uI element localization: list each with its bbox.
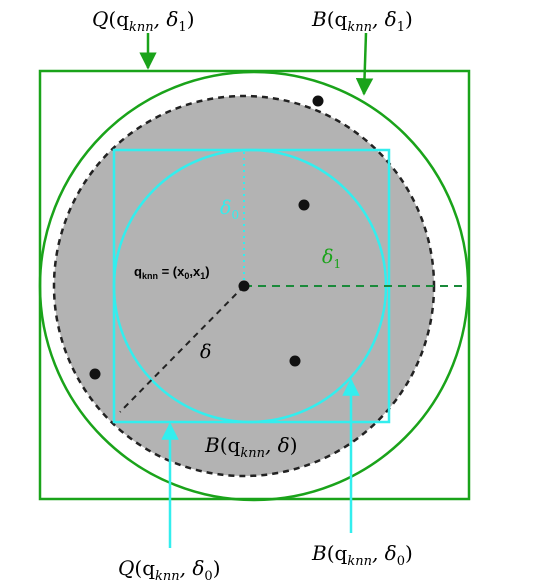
label-q-delta1: Q(qknn, δ1)	[92, 7, 195, 35]
label-b-delta1: B(qknn, δ1)	[311, 7, 413, 35]
arrow-b-delta1	[355, 32, 374, 96]
data-point	[89, 368, 101, 380]
label-delta0: δ0	[220, 197, 239, 222]
label-b-delta: B(qknn, δ)	[204, 433, 298, 461]
b-delta1-circle	[38, 70, 470, 502]
label-query-point: qknn = (x0,x1)	[134, 264, 210, 281]
label-delta1: δ1	[322, 246, 341, 271]
query-point	[238, 280, 250, 292]
delta-radius	[119, 285, 245, 413]
data-point	[289, 355, 301, 367]
label-q-delta0: Q(qknn, δ0)	[118, 556, 221, 584]
label-b-delta0: B(qknn, δ0)	[311, 541, 413, 569]
data-point	[312, 95, 324, 107]
data-point	[298, 199, 310, 211]
label-delta: δ	[200, 341, 211, 363]
